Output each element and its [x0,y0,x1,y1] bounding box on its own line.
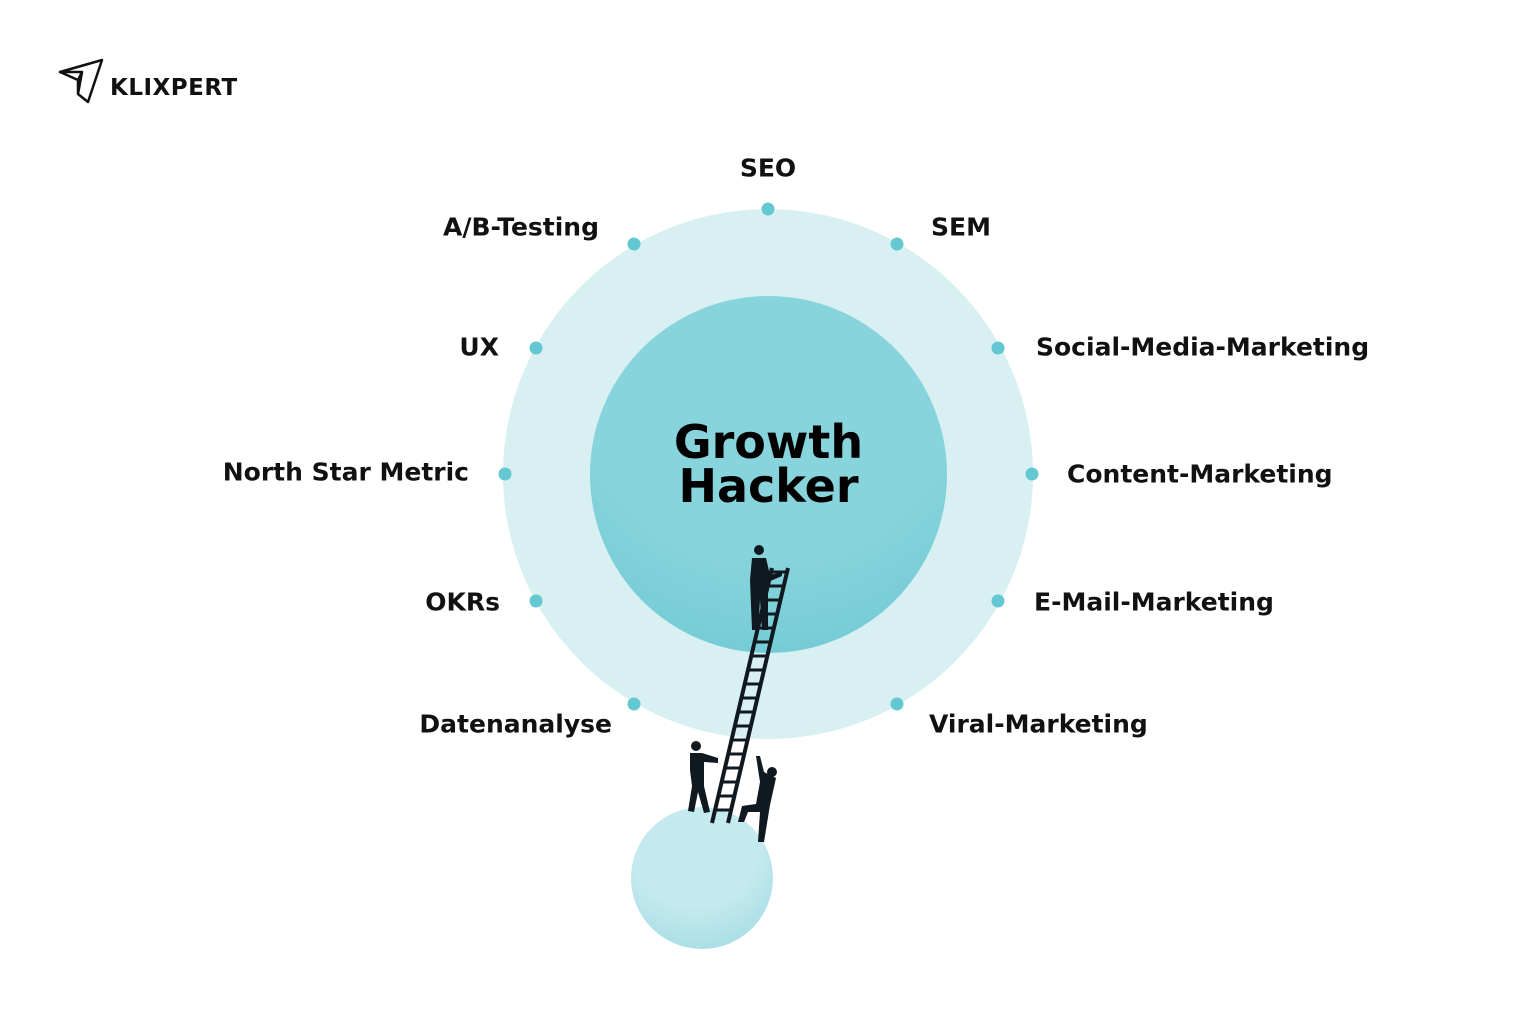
skill-dot-icon [991,341,1005,355]
skill-label: Content-Marketing [1067,459,1333,489]
brand-logo: KLIXPERT [58,58,238,104]
base-circle [631,807,773,949]
paper-plane-icon [58,58,104,104]
skill-dot-icon [627,697,641,711]
skill-dot-icon [761,202,775,216]
skill-label: OKRs [425,587,500,617]
skill-label: A/B-Testing [442,212,599,242]
person-reaching-icon [738,756,777,842]
skill-label: UX [459,332,499,362]
skill-label: Datenanalyse [419,709,612,739]
skill-dot-icon [890,697,904,711]
inner-circle [590,296,947,653]
skill-label: Viral-Marketing [929,709,1148,739]
brand-name: KLIXPERT [110,75,238,101]
ladder-icon [710,567,790,824]
skill-dot-icon [529,341,543,355]
skill-dot-icon [1025,467,1039,481]
skill-label: North Star Metric [222,457,469,487]
skill-label: SEO [739,153,797,183]
center-title-line2: Hacker [678,459,859,513]
skill-dot-icon [890,237,904,251]
center-title: Growth Hacker [590,415,947,513]
skill-dot-icon [627,237,641,251]
skill-label: SEM [931,212,991,242]
skill-dot-icon [498,467,512,481]
skill-label: E-Mail-Marketing [1034,587,1274,617]
center-title-line1: Growth [673,415,864,469]
person-climber-icon [750,545,782,630]
person-holding-ladder-icon [688,741,718,813]
skill-dot-icon [529,594,543,608]
skill-dot-icon [991,594,1005,608]
skill-label: Social-Media-Marketing [1036,332,1370,362]
